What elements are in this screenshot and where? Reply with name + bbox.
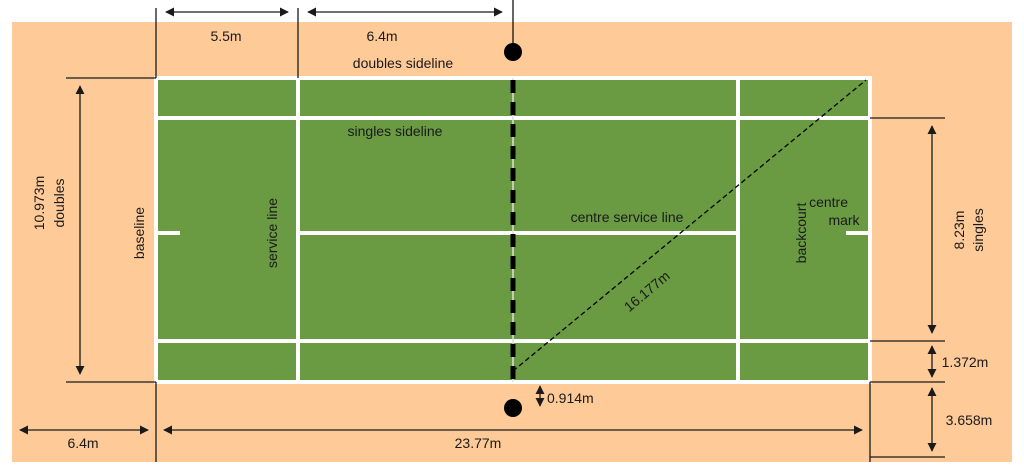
label-backcourt: backcourt [793,203,809,264]
label-service-line: service line [264,198,280,268]
net-post-top [504,43,522,61]
dim-6-4m-top: 6.4m [366,28,397,44]
dim-court-length: 23.77m [455,435,502,451]
diagonal-line [512,79,867,372]
label-centre-mark-2: mark [828,212,860,228]
dim-singles-width-1: 8.23m [951,211,967,250]
dim-post-offset: 0.914m [547,390,594,406]
dim-singles-width-2: singles [970,208,986,252]
label-doubles-sideline: doubles sideline [353,55,454,71]
label-centre-mark-1: centre [809,194,848,210]
label-singles-sideline: singles sideline [348,123,443,139]
dimension-lines [19,7,945,462]
dim-back-runoff: 6.4m [67,435,98,451]
label-centre-service-line: centre service line [571,209,684,225]
label-baseline: baseline [131,207,147,259]
dim-side-runoff: 3.658m [946,412,993,428]
dim-5-5m: 5.5m [210,28,241,44]
dim-alley-width: 1.372m [942,354,989,370]
net-post-bottom [504,399,522,417]
dim-doubles-width-2: doubles [51,178,67,227]
dim-doubles-width-1: 10.973m [31,176,47,230]
